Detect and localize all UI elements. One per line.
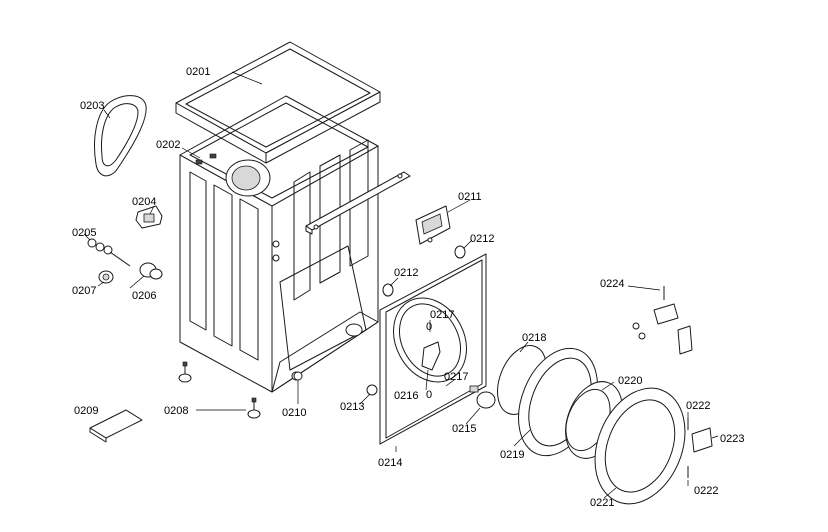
label-0222-a: 0222 [686,400,710,412]
part-0209-shim [89,409,143,443]
part-0201-worktop [175,41,381,164]
label-0205: 0205 [72,227,96,239]
label-0211: 0211 [458,191,482,203]
part-0215-cap [476,391,496,409]
part-0210-clip [293,371,303,404]
label-0216: 0216 [394,390,418,402]
label-0208: 0208 [164,405,188,417]
part-0208-foot-a [178,361,192,383]
mark-zero-b: 0 [426,389,432,401]
label-0213: 0213 [340,401,364,413]
part-0223-handle [691,427,713,453]
label-0222-b: 0222 [694,485,718,497]
label-0204: 0204 [132,196,156,208]
part-0208-foot-b [247,397,261,419]
label-0219: 0219 [500,449,524,461]
part-cross-strut [305,171,411,235]
label-0209: 0209 [74,405,98,417]
part-0204-bracket [135,205,163,229]
label-0223: 0223 [720,433,744,445]
label-0210: 0210 [282,407,306,419]
label-0212-b: 0212 [394,267,418,279]
part-0207-ring [98,270,114,284]
label-0221: 0221 [590,497,614,509]
label-0214: 0214 [378,457,402,469]
part-0213-plug [366,384,378,396]
label-0224: 0224 [600,278,624,290]
label-0218: 0218 [522,332,546,344]
label-0212-a: 0212 [470,233,494,245]
label-0217-a: 0217 [430,309,454,321]
part-0212-hinge-b [382,283,394,297]
part-0221-outer-ring [594,387,686,505]
label-0215: 0215 [452,423,476,435]
part-0216-hook [421,341,441,371]
part-0203-seal [94,95,147,177]
label-0203: 0203 [80,100,104,112]
label-0202: 0202 [156,139,180,151]
part-0205-rod [87,238,131,267]
label-0207: 0207 [72,285,96,297]
label-0206: 0206 [132,290,156,302]
label-0220: 0220 [618,375,642,387]
mark-zero-a: 0 [426,321,432,333]
part-0211-lock [415,205,451,245]
part-0206-cap [139,262,163,280]
label-0217-b: 0217 [444,371,468,383]
leader-lines [83,71,719,499]
part-0224-hinge [632,286,693,355]
label-0201: 0201 [186,66,210,78]
part-0212-hinge-a [454,245,466,259]
